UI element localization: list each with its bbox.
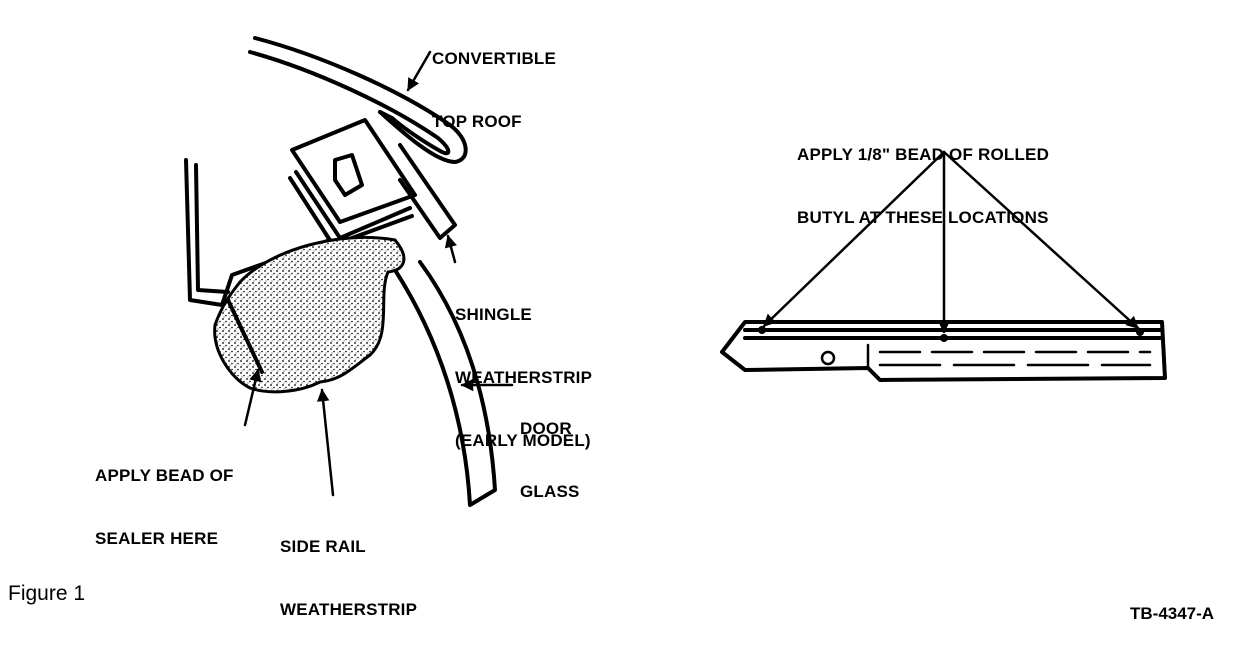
figure-caption: Figure 1 (8, 582, 86, 605)
label-line: SHINGLE (455, 305, 532, 324)
illustration (184, 36, 1167, 507)
door-glass (393, 260, 497, 507)
figure-code: TB-4347-A (1130, 604, 1215, 623)
arrow-side-rail (316, 388, 335, 497)
arrow-convertible-roof (406, 50, 432, 92)
label-apply-bead-sealer: APPLY BEAD OF SEALER HERE (95, 423, 234, 591)
label-line: WEATHERSTRIP (280, 600, 418, 619)
label-line: WEATHERSTRIP (455, 368, 593, 387)
label-door-glass: DOOR GLASS (520, 376, 580, 544)
label-shingle-weatherstrip: SHINGLE WEATHERSTRIP (EARLY MODEL) (455, 262, 592, 493)
label-line: SIDE RAIL (280, 537, 366, 556)
arrow-shingle (444, 234, 457, 264)
arrow-butyl-left (762, 150, 946, 328)
side-rail-weatherstrip (213, 235, 406, 394)
figure-canvas: CONVERTIBLE TOP ROOF SHINGLE WEATHERSTRI… (8, 6, 1215, 623)
label-butyl-note: APPLY 1/8" BEAD OF ROLLED BUTYL AT THESE… (797, 102, 1049, 270)
label-line: CONVERTIBLE (432, 49, 557, 68)
label-convertible-top-roof: CONVERTIBLE TOP ROOF (432, 6, 556, 174)
shingle-weatherstrip (398, 143, 457, 240)
label-line: TOP ROOF (432, 112, 522, 131)
label-side-rail-weatherstrip: SIDE RAIL WEATHERSTRIP (280, 494, 417, 662)
label-line: DOOR (520, 419, 572, 438)
label-line: APPLY BEAD OF (95, 466, 234, 485)
label-line: (EARLY MODEL) (455, 431, 591, 450)
arrow-sealer (243, 368, 262, 427)
label-line: BUTYL AT THESE LOCATIONS (797, 208, 1049, 227)
side-rail-section (720, 320, 1167, 382)
arrow-butyl-right (942, 150, 1140, 330)
label-line: SEALER HERE (95, 529, 219, 548)
label-line: GLASS (520, 482, 580, 501)
convertible-top-roof (248, 36, 468, 164)
label-line: APPLY 1/8" BEAD OF ROLLED (797, 145, 1050, 164)
